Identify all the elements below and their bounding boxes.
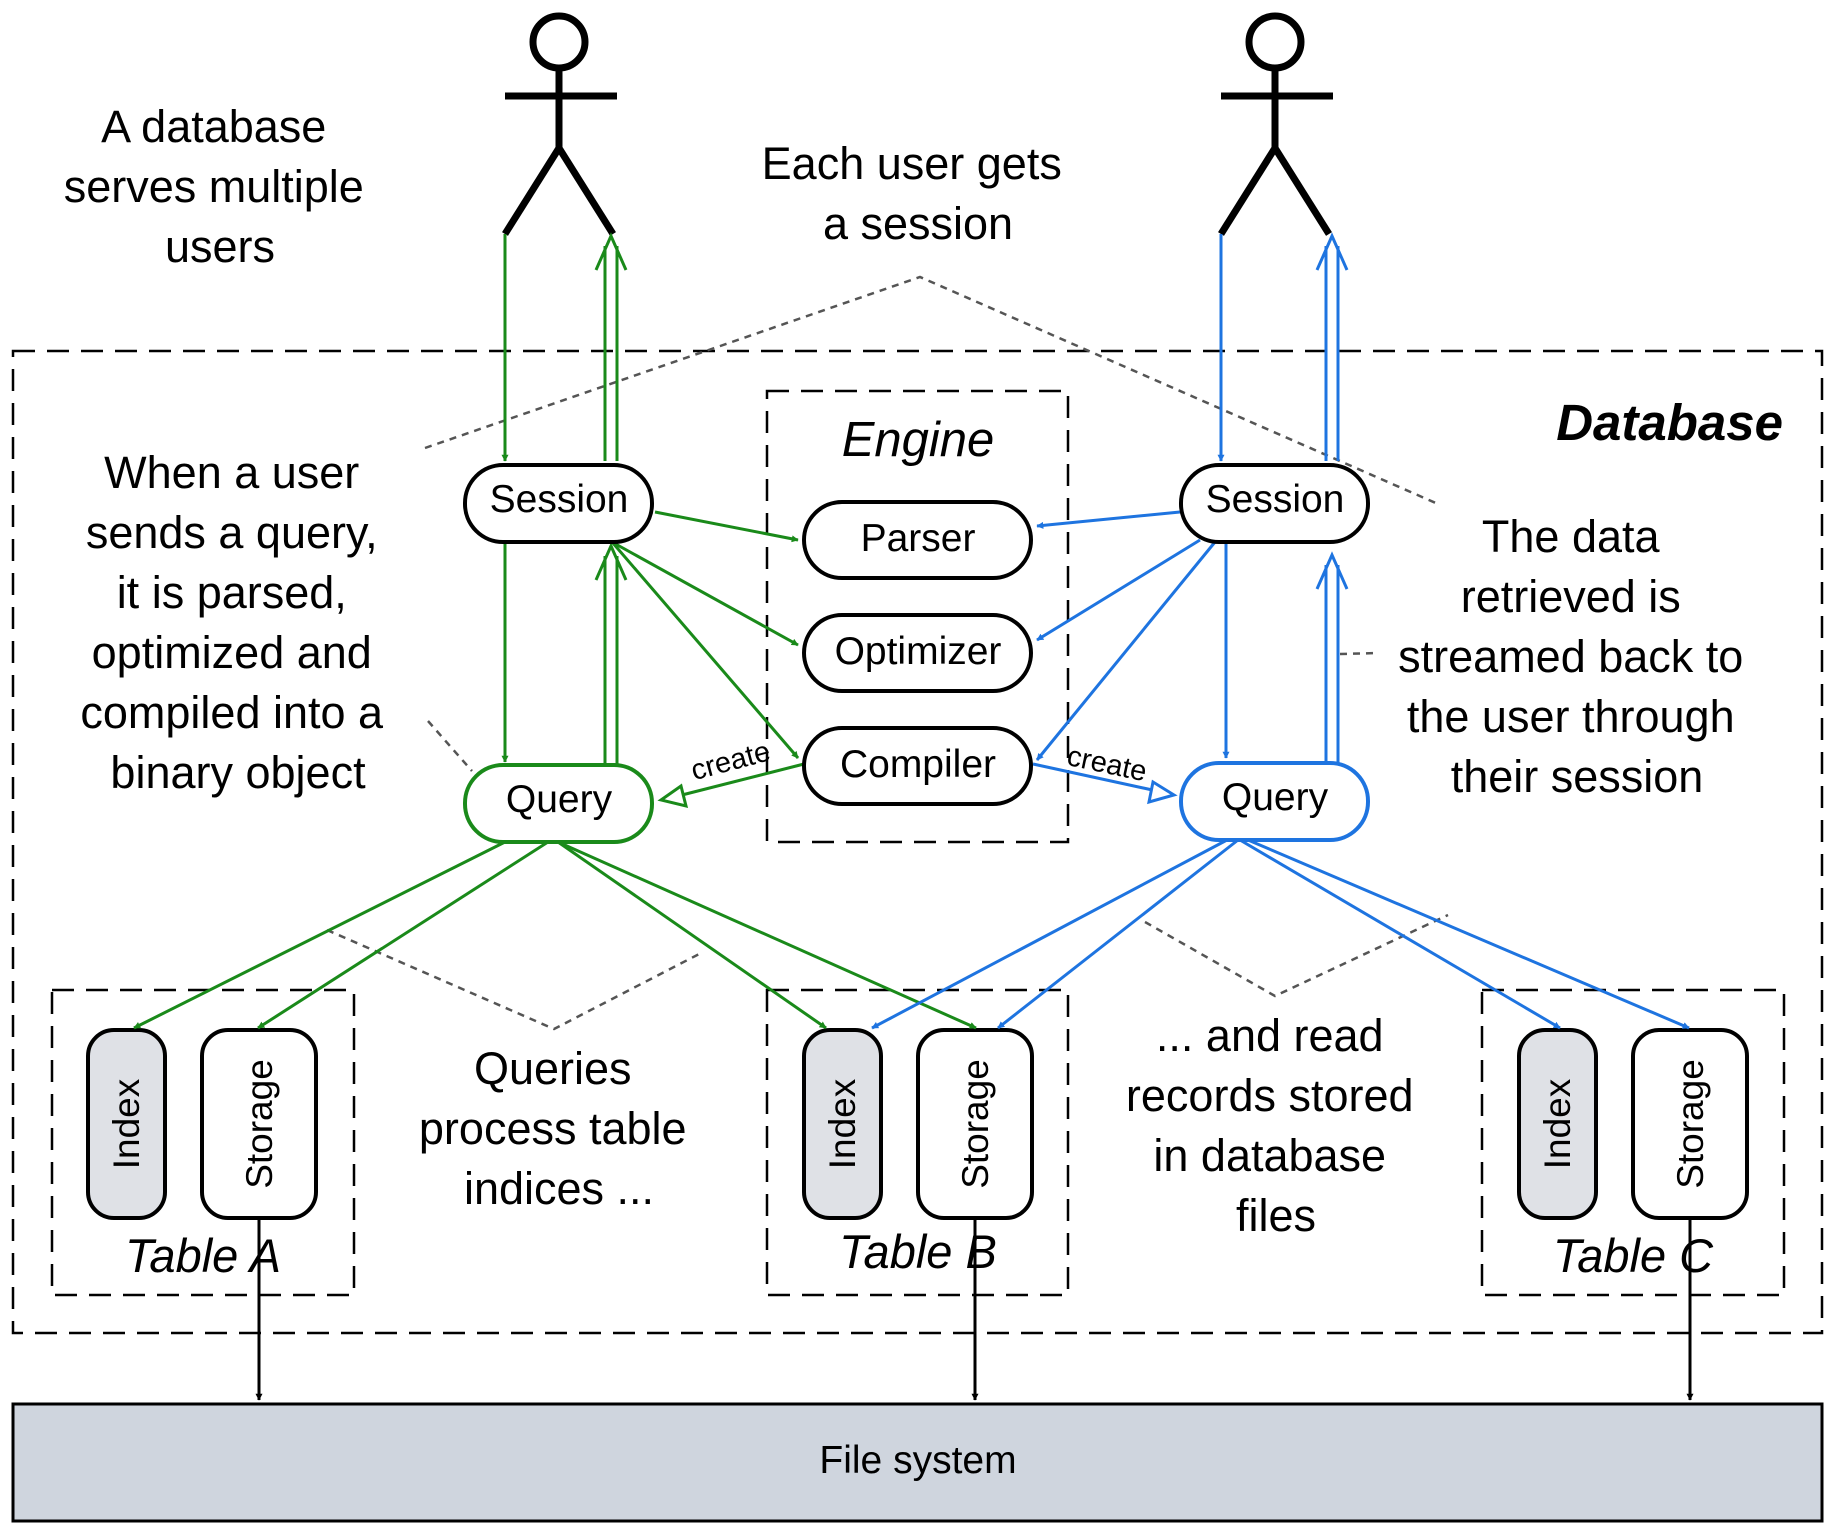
engine-boundary [765,389,1070,844]
note-read-records: ... and read records stored in database … [1126,1010,1426,1241]
table-a: Index Storage Table A [50,988,356,1297]
user-2-flow-edges: create [871,232,1690,1030]
create-label: create [688,735,774,787]
user-1-icon [502,12,617,236]
database-title: Database [1556,394,1783,451]
annotation-lines [326,275,1449,1031]
compiler-node[interactable]: Compiler [802,726,1033,806]
table-title: Table A [125,1229,281,1282]
storage-to-filesystem-arrows [255,1218,1694,1401]
index-label: Index [1537,1078,1578,1169]
storage-label: Storage [1670,1059,1711,1189]
note-session-per-user: Each user gets a session [762,138,1075,249]
index-box[interactable] [802,1028,883,1220]
index-box[interactable] [86,1028,167,1220]
storage-label: Storage [239,1059,280,1189]
session-label: Session [1206,478,1345,521]
optimizer-label: Optimizer [835,630,1002,673]
user-2-icon [1218,12,1333,236]
database-boundary [11,349,1824,1335]
compiler-label: Compiler [840,743,996,786]
index-label: Index [822,1078,863,1169]
note-multiple-users: A database serves multiple users [64,101,377,272]
query-label: Query [506,778,613,821]
query-label: Query [1222,776,1329,819]
table-b: Index Storage Table B [765,988,1070,1297]
index-box[interactable] [1517,1028,1598,1220]
filesystem-box[interactable] [11,1402,1824,1523]
session-node-user-1[interactable]: Session [463,463,654,544]
optimizer-node[interactable]: Optimizer [802,613,1033,693]
engine-title: Engine [842,413,995,467]
query-node-user-2[interactable]: Query [1179,761,1370,842]
note-data-stream: The data retrieved is streamed back to t… [1398,511,1756,802]
table-boundary [50,988,356,1297]
session-node-user-2[interactable]: Session [1179,463,1370,544]
filesystem-label: File system [819,1439,1016,1482]
table-title: Table B [839,1225,997,1278]
note-queries-indices: Queries process table indices ... [419,1043,699,1214]
table-c: Index Storage Table C [1480,988,1786,1297]
parser-label: Parser [861,517,976,560]
index-label: Index [106,1078,147,1169]
table-boundary [1480,988,1786,1297]
query-node-user-1[interactable]: Query [463,763,654,844]
user-1-flow-edges: create [133,232,977,1030]
table-title: Table C [1553,1229,1714,1282]
session-label: Session [490,478,629,521]
storage-label: Storage [955,1059,996,1189]
note-query-flow: When a user sends a query, it is parsed,… [80,447,395,798]
table-boundary [765,988,1070,1297]
parser-node[interactable]: Parser [802,500,1033,580]
